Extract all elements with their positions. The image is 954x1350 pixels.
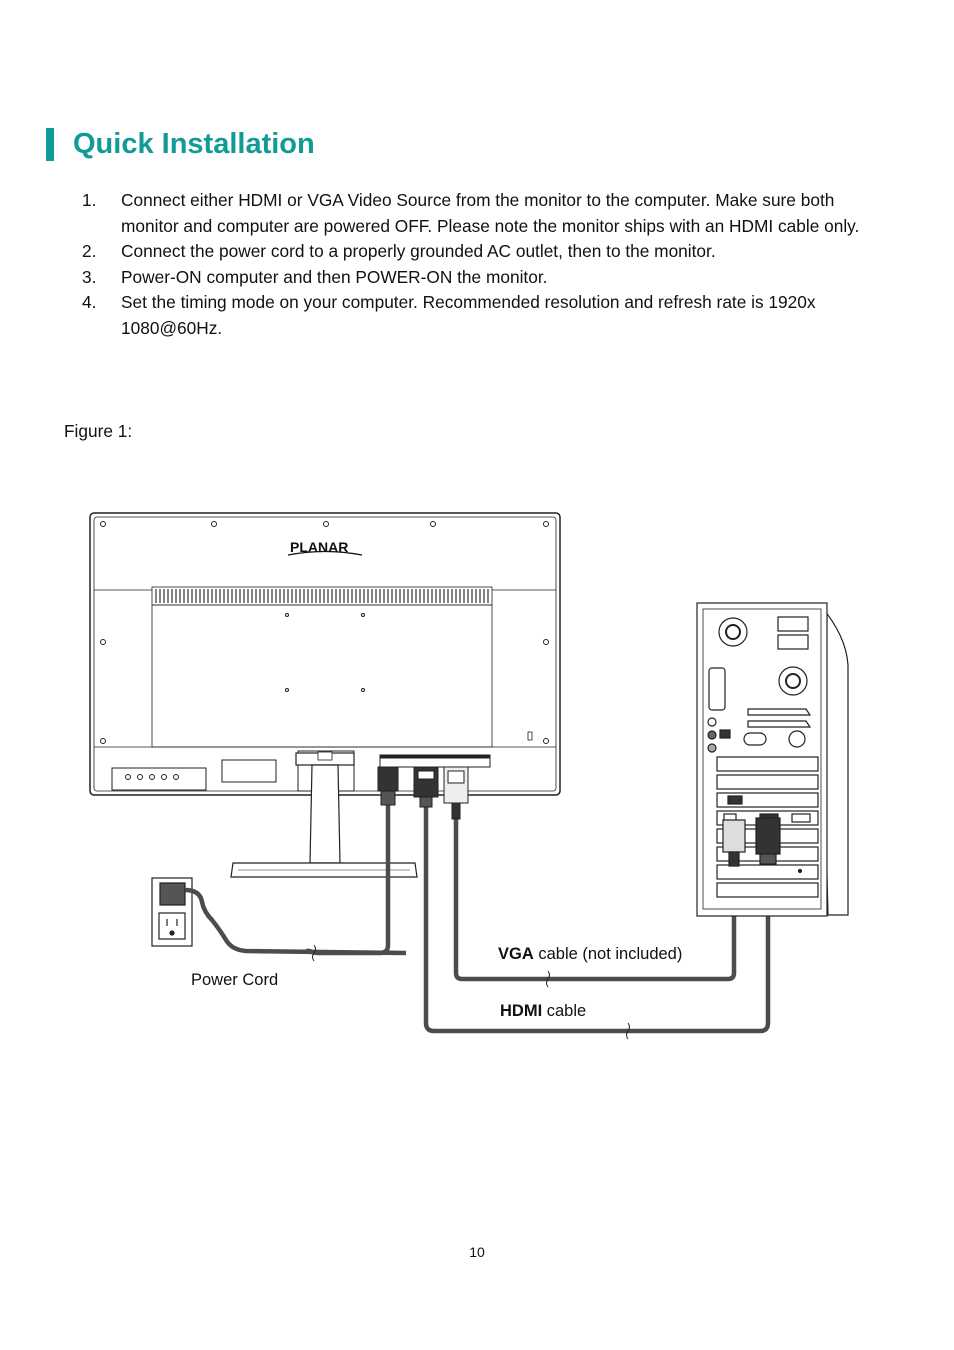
installation-steps: 1. Connect either HDMI or VGA Video Sour…	[82, 188, 882, 341]
step-item: 2. Connect the power cord to a properly …	[82, 239, 882, 265]
step-text: Connect the power cord to a properly gro…	[121, 241, 716, 261]
page-title: Quick Installation	[73, 128, 315, 160]
wall-outlet	[151, 877, 407, 956]
monitor-connectors	[377, 766, 469, 820]
step-number: 2.	[82, 241, 97, 261]
monitor-stand	[230, 751, 418, 878]
vga-label: VGA	[498, 945, 534, 963]
step-text: Connect either HDMI or VGA Video Source …	[121, 190, 860, 236]
computer-tower	[696, 602, 849, 917]
connection-illustration: PLANAR	[89, 512, 849, 1040]
brand-logo: PLANAR	[290, 539, 348, 555]
hdmi-label: HDMI	[500, 1002, 543, 1020]
step-number: 4.	[82, 292, 97, 312]
monitor-back	[89, 512, 561, 796]
step-number: 3.	[82, 266, 97, 287]
step-item: 3. Power-ON computer and then POWER-ON t…	[82, 265, 882, 291]
hdmi-label-rest: cable	[542, 1002, 587, 1020]
step-text: Power-ON computer and then POWER-ON the …	[121, 266, 548, 287]
heading-accent-bar	[46, 128, 54, 161]
vga-cable-caption: VGA cable (not included)	[498, 945, 682, 964]
installation-diagram: PLANAR	[80, 505, 870, 1055]
step-number: 1.	[82, 190, 97, 210]
figure-label: Figure 1:	[64, 421, 133, 441]
brand-logo-swoosh	[287, 550, 363, 556]
step-text: Set the timing mode on your computer. Re…	[121, 292, 816, 338]
power-cord-caption: Power Cord	[191, 971, 279, 989]
step-item: 4. Set the timing mode on your computer.…	[82, 290, 882, 341]
cables	[306, 805, 771, 1040]
page-number: 10	[469, 1244, 485, 1260]
step-item: 1. Connect either HDMI or VGA Video Sour…	[82, 188, 882, 239]
hdmi-cable-caption: HDMI cable	[500, 1002, 586, 1021]
vga-label-rest: cable (not included)	[533, 945, 683, 963]
